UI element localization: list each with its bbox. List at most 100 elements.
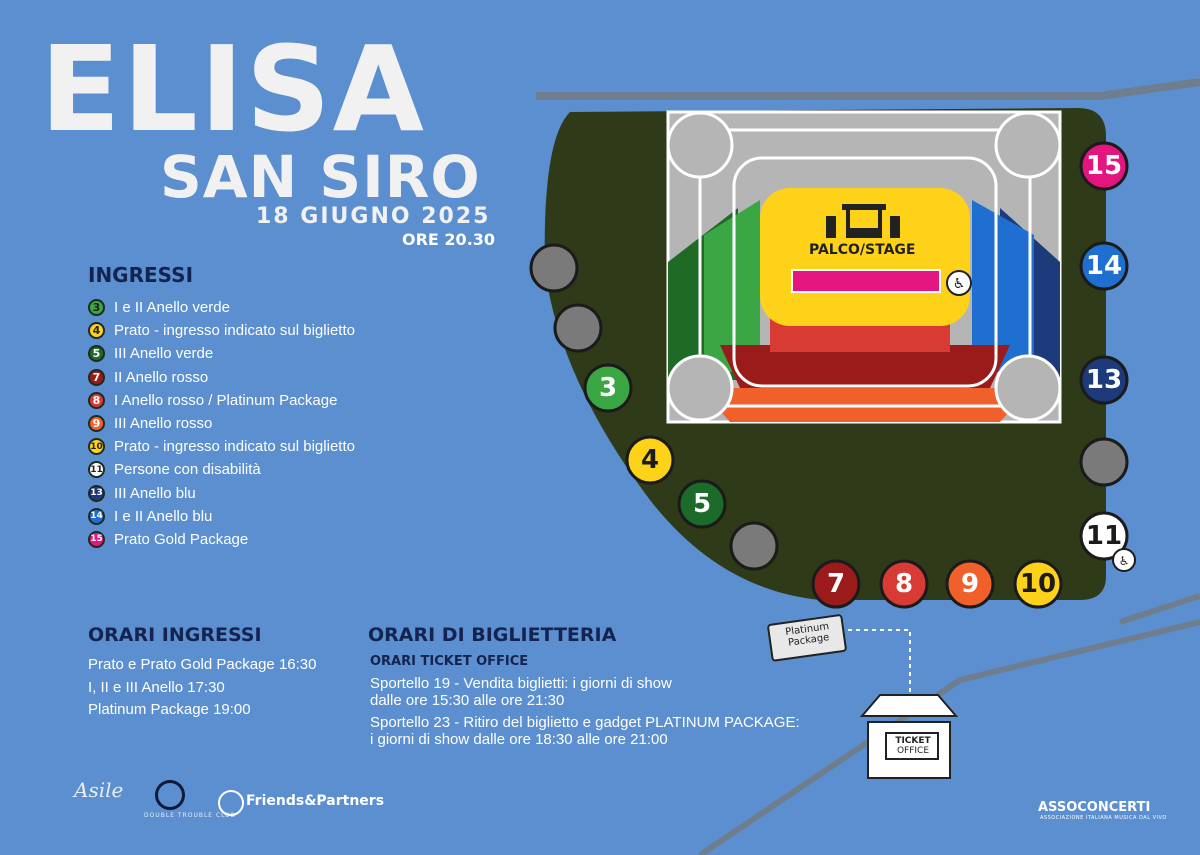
artist-title: ELISA: [40, 20, 427, 158]
gate-badge: 4: [88, 322, 105, 340]
assoconcerti-logo: ASSOCONCERTI: [1038, 800, 1151, 815]
box-office-heading: ORARI DI BIGLIETTERIA: [368, 624, 617, 646]
legend-label: III Anello blu: [114, 484, 196, 502]
road: [1119, 593, 1200, 625]
gate-number: 8: [895, 569, 913, 599]
entry-hours-line: I, II e III Anello 17:30: [88, 679, 225, 696]
double-trouble-caption: DOUBLE TROUBLE CLUB: [144, 812, 236, 819]
gate-badge: 14: [88, 507, 105, 525]
gate-marker: [729, 521, 779, 571]
assoconcerti-caption: ASSOCIAZIONE ITALIANA MUSICA DAL VIVO: [1040, 815, 1167, 821]
gate-badge: 11: [88, 461, 105, 479]
gate-badge: 5: [88, 345, 105, 363]
legend-row: 10 Prato - ingresso indicato sul bigliett…: [88, 435, 355, 458]
stage-icon: [826, 204, 900, 238]
legend-label: III Anello rosso: [114, 415, 213, 433]
gate-number: 11: [1086, 521, 1122, 551]
gate-marker: [553, 303, 603, 353]
accessibility-icon: ♿: [1119, 554, 1130, 568]
corner-tower: [994, 354, 1062, 422]
legend-label: III Anello verde: [114, 345, 214, 363]
desk-19-line: Sportello 19 - Vendita biglietti: i gior…: [370, 675, 672, 692]
corner-tower: [994, 111, 1062, 179]
gate-badge: 8: [88, 391, 105, 409]
dashed-path: [848, 629, 911, 695]
legend-row: 9 III Anello rosso: [88, 412, 355, 435]
accessibility-icon: [1112, 548, 1136, 572]
event-time: ORE 20.30: [402, 230, 496, 249]
gate-marker: [529, 243, 579, 293]
gate-marker: [677, 479, 727, 529]
legend-label: I e II Anello verde: [114, 299, 230, 317]
gate-marker: [625, 435, 675, 485]
ticket-office-building: [859, 694, 959, 779]
gate-badge: 15: [88, 530, 105, 548]
gate-number: 5: [693, 489, 711, 519]
desk-19-hours: dalle ore 15:30 alle ore 21:30: [370, 692, 565, 709]
corner-tower: [666, 354, 734, 422]
gate-number: 14: [1086, 251, 1122, 281]
legend-row: 13 III Anello blu: [88, 482, 355, 505]
double-trouble-logo: [155, 780, 185, 810]
legend-row: 11 Persone con disabilità: [88, 458, 355, 481]
gate-badge: 3: [88, 299, 105, 317]
ticket-office-label: OFFICE: [896, 746, 930, 756]
gate-number: 15: [1086, 151, 1122, 181]
green-ring-1-2: [704, 200, 760, 372]
gate-marker: [1079, 141, 1129, 191]
entry-hours-heading: ORARI INGRESSI: [88, 624, 262, 646]
platinum-area: [791, 269, 941, 293]
inner-ring-line: [732, 156, 998, 388]
accessibility-icon: [946, 270, 972, 296]
stage-label: PALCO/STAGE: [809, 242, 916, 258]
gate-badge: 9: [88, 415, 105, 433]
gate-number: 10: [1020, 569, 1056, 599]
gate-marker: [1079, 437, 1129, 487]
gate-marker: [945, 559, 995, 609]
gate-marker: [583, 363, 633, 413]
entry-hours-line: Prato e Prato Gold Package 16:30: [88, 656, 317, 673]
gate-marker: [1079, 511, 1129, 561]
entrances-heading: INGRESSI: [88, 263, 194, 287]
red-ring-2: [720, 345, 1010, 388]
platinum-ticket-icon: [767, 614, 847, 662]
desk-23-line: Sportello 23 - Ritiro del biglietto e ga…: [370, 714, 800, 731]
gate-badge: 10: [88, 438, 105, 456]
gate-number: 13: [1086, 365, 1122, 395]
legend-label: Persone con disabilità: [114, 461, 261, 479]
ticket-office-label: TICKET: [895, 736, 931, 746]
ticket-office-subheading: ORARI TICKET OFFICE: [370, 654, 529, 669]
gate-number: 7: [827, 569, 845, 599]
friends-partners-logo: Friends&Partners: [246, 793, 385, 809]
outer-ring-line: [698, 128, 1032, 408]
gate-number: 4: [641, 445, 659, 475]
gate-marker: [1079, 355, 1129, 405]
legend-label: II Anello rosso: [114, 368, 209, 386]
desk-23-hours: i giorni di show dalle ore 18:30 alle or…: [370, 731, 668, 748]
legend-label: I e II Anello blu: [114, 507, 213, 525]
legend-label: Prato - ingresso indicato sul biglietto: [114, 438, 355, 456]
gate-number: 3: [599, 373, 617, 403]
legend-row: 15 Prato Gold Package: [88, 528, 355, 551]
event-date: 18 GIUGNO 2025: [256, 204, 491, 229]
accessibility-icon: ♿: [953, 276, 966, 292]
legend-row: 14 I e II Anello blu: [88, 505, 355, 528]
gate-badge: 13: [88, 484, 105, 502]
legend-row: 5 III Anello verde: [88, 342, 355, 365]
entry-hours-line: Platinum Package 19:00: [88, 701, 251, 718]
gate-marker: [879, 559, 929, 609]
asile-logo: Asile: [74, 778, 124, 802]
legend-row: 3 I e II Anello verde: [88, 296, 355, 319]
gate-badge: 7: [88, 368, 105, 386]
gate-marker: [811, 559, 861, 609]
red-ring-1: [770, 318, 950, 352]
venue-title: SAN SIRO: [160, 143, 481, 211]
friends-partners-icon: [218, 790, 244, 816]
legend-label: Prato Gold Package: [114, 530, 249, 548]
corner-tower: [666, 111, 734, 179]
